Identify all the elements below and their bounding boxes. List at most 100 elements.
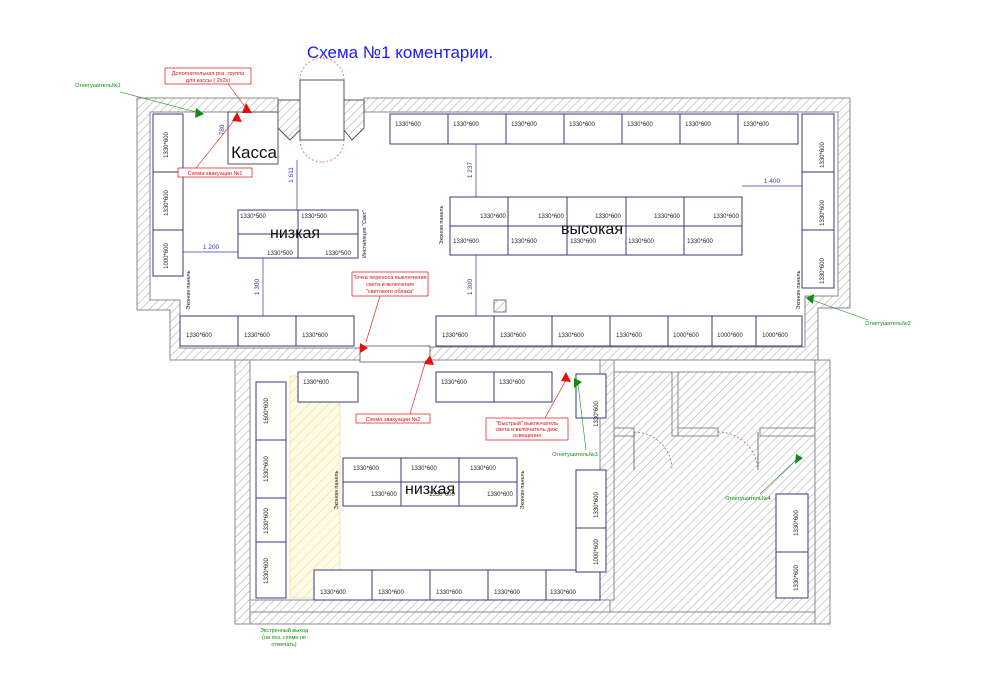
size-label: 1600*600	[264, 397, 270, 423]
size-label: 1330*600	[164, 189, 170, 215]
extinguisher-marker	[806, 294, 814, 304]
size-label: 1330*600	[411, 466, 437, 472]
note-cash-outlets-l2: для кассы ( 2х2х)	[186, 78, 230, 84]
slat-panel-label: Эконом панель	[796, 270, 802, 309]
emergency-exit-l1: Экстренный выход	[260, 627, 309, 634]
note-quick-switch-l1: "Быстрый" выключатель	[496, 420, 558, 427]
size-label: 1330*600	[820, 141, 826, 167]
shelf-col-left	[152, 113, 184, 277]
shelf-row-lower-bottom	[313, 569, 601, 601]
size-label: 1330*600	[441, 380, 467, 386]
kassa-label: Касса	[231, 143, 277, 162]
size-label: 1330*600	[264, 557, 270, 583]
shelf-row-top	[389, 113, 799, 145]
size-label: 1330*600	[436, 590, 462, 596]
size-label: 1330*600	[820, 199, 826, 225]
size-label: 1330*600	[494, 590, 520, 596]
marker-triangle	[360, 343, 368, 353]
marker-triangle	[561, 372, 571, 382]
marker-triangle	[242, 103, 252, 113]
size-label: 1330*600	[794, 509, 800, 535]
size-label: 1000*600	[673, 333, 699, 339]
note-cash-outlets-l1: Дополнительная роз. группа	[172, 71, 245, 77]
zone-low-upper: низкая	[270, 225, 320, 242]
size-label: 1330*600	[627, 122, 653, 128]
size-label: 1330*600	[713, 214, 739, 220]
shelving	[152, 113, 835, 601]
size-label: 1330*500	[325, 251, 351, 257]
fixture-size-labels: 1330*600 1330*600 1330*600 1330*600 1330…	[164, 122, 826, 596]
island-low-upper	[237, 209, 359, 259]
size-label: 1330*600	[558, 333, 584, 339]
dim-780: 780	[219, 124, 226, 135]
size-label: 1330*600	[569, 122, 595, 128]
size-label: 1330*600	[628, 239, 654, 245]
size-label: 1000*600	[164, 242, 170, 268]
size-label: 1330*600	[511, 239, 537, 245]
size-label: 1330*600	[453, 239, 479, 245]
size-label: 1330*600	[480, 214, 506, 220]
size-label: 1330*600	[500, 333, 526, 339]
installation-label: Инсталяция "Свет"	[362, 210, 368, 258]
size-label: 1330*600	[264, 507, 270, 533]
size-label: 1000*600	[594, 538, 600, 564]
size-label: 1330*600	[164, 131, 170, 157]
size-label: 1330*600	[570, 239, 596, 245]
size-label: 1330*600	[743, 122, 769, 128]
shelf-col-room	[775, 493, 809, 599]
dimension-lines	[183, 112, 802, 316]
slat-panel-label: Эконом панель	[439, 205, 445, 244]
dim-1300: 1 300	[254, 278, 261, 295]
dim-1300: 1 300	[467, 278, 474, 295]
note-switch-move-l1: Точка переноса выключения	[353, 275, 426, 281]
passage-opening	[359, 345, 431, 363]
size-label: 1000*600	[717, 333, 743, 339]
note-quick-switch-l3: освещения	[513, 433, 541, 439]
extinguisher-marker	[574, 378, 582, 388]
size-label: 1330*600	[794, 564, 800, 590]
zone-low-lower: низкая	[405, 481, 455, 498]
dim-1400: 1 400	[764, 178, 781, 185]
island-low-lower	[342, 457, 518, 507]
storage-zone	[289, 375, 341, 599]
shelf-row-mid-left	[179, 315, 355, 347]
shelf-col-right	[801, 113, 835, 289]
shelf-row-mid-right	[435, 315, 803, 347]
zone-labels: низкая высокая низкая	[270, 221, 623, 498]
size-label: 1330*600	[186, 333, 212, 339]
size-label: 1330*600	[453, 122, 479, 128]
size-label: 1330*600	[320, 590, 346, 596]
size-label: 1330*600	[616, 333, 642, 339]
size-label: 1330*600	[429, 492, 455, 498]
size-label: 1330*600	[264, 455, 270, 481]
marker-triangle	[424, 355, 434, 365]
page-title: Схема №1 коментарии.	[307, 43, 493, 62]
size-label: 1330*600	[371, 492, 397, 498]
size-label: 1330*600	[685, 122, 711, 128]
shelf-row-lower-top	[297, 371, 553, 403]
shelf-col-lower-left	[255, 381, 287, 599]
island-high	[449, 196, 743, 256]
size-label: 1330*600	[244, 333, 270, 339]
column-square	[493, 299, 507, 313]
note-quick-switch-l2: света и включатель деж.	[496, 427, 559, 433]
size-label: 1330*600	[538, 214, 564, 220]
note-evac-2: Схема эвакуации №2	[366, 417, 421, 423]
emergency-exit-l2: (на поз. схеме не	[262, 635, 306, 641]
size-label: 1330*600	[594, 491, 600, 517]
ext-3-label: Огнетушитель№3	[552, 452, 597, 458]
extinguisher-marker	[195, 108, 204, 118]
ext-1-label: Огнетушитель№1	[75, 83, 120, 89]
size-label: 1330*600	[654, 214, 680, 220]
slat-panel-label: Эконом панель	[334, 470, 340, 509]
ext-2-label: Огнетушитель№2	[865, 321, 910, 327]
size-label: 1330*600	[820, 257, 826, 283]
size-label: 1330*600	[487, 492, 513, 498]
size-label: 1330*500	[301, 214, 327, 220]
size-label: 1330*600	[395, 122, 421, 128]
size-label: 1330*600	[594, 400, 600, 426]
dimension-values: 780 1 611 1 237 1 400 1 200 1 300 1 300	[203, 124, 781, 295]
dim-1200: 1 200	[203, 244, 220, 251]
slat-panel-label: Эконом панель	[186, 270, 192, 309]
